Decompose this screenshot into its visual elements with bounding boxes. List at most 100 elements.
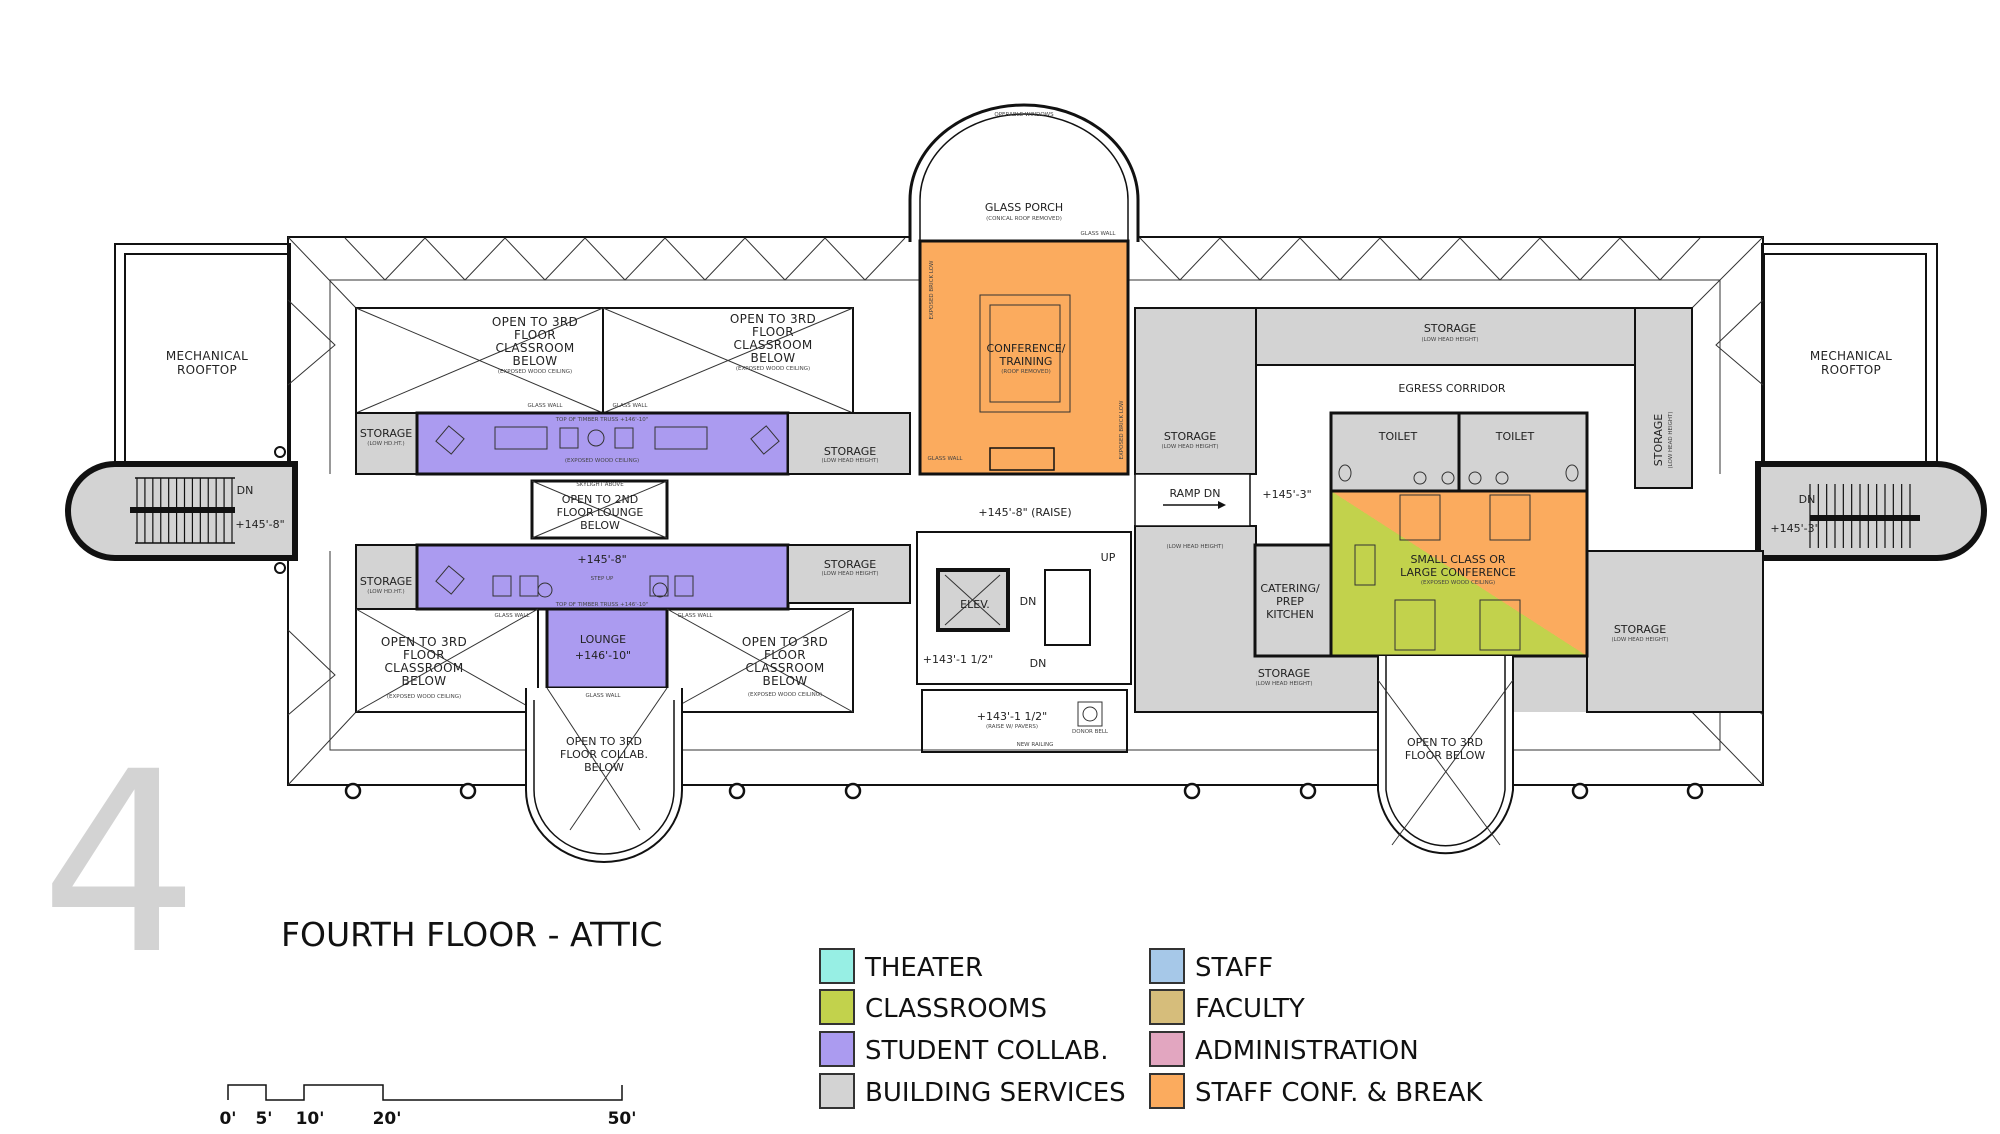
svg-text:DN: DN bbox=[1030, 657, 1047, 670]
svg-text:5': 5' bbox=[255, 1109, 272, 1129]
svg-text:STORAGE: STORAGE bbox=[824, 445, 876, 458]
storage-left-upper: STORAGE (LOW HD.HT.) bbox=[355, 412, 418, 475]
svg-text:GLASS WALL: GLASS WALL bbox=[678, 613, 714, 619]
svg-text:(EXPOSED WOOD CEILING): (EXPOSED WOOD CEILING) bbox=[387, 694, 461, 700]
stair-left: DN +145'-8" bbox=[65, 446, 298, 574]
svg-text:CONFERENCE/: CONFERENCE/ bbox=[986, 342, 1065, 355]
svg-text:(LOW HEAD HEIGHT): (LOW HEAD HEIGHT) bbox=[1166, 544, 1223, 550]
svg-text:GLASS WALL: GLASS WALL bbox=[1081, 231, 1117, 237]
svg-text:TOILET: TOILET bbox=[1378, 430, 1418, 443]
svg-text:(EXPOSED WOOD CEILING): (EXPOSED WOOD CEILING) bbox=[1421, 580, 1495, 586]
svg-text:TRAINING: TRAINING bbox=[999, 355, 1053, 368]
svg-text:(EXPOSED WOOD CEILING): (EXPOSED WOOD CEILING) bbox=[736, 366, 810, 372]
svg-text:(LOW HEAD HEIGHT): (LOW HEAD HEIGHT) bbox=[821, 458, 878, 464]
legend-item-theater: THEATER bbox=[819, 948, 983, 984]
svg-text:0': 0' bbox=[219, 1109, 236, 1129]
egress-corridor: EGRESS CORRIDOR bbox=[1398, 382, 1506, 395]
svg-text:SMALL CLASS OR: SMALL CLASS OR bbox=[1410, 553, 1505, 566]
lounge-glass-wall-label: GLASS WALL bbox=[586, 693, 622, 699]
svg-text:10': 10' bbox=[296, 1109, 325, 1129]
svg-text:GLASS WALL: GLASS WALL bbox=[928, 456, 964, 462]
legend-item-building-services: BUILDING SERVICES bbox=[819, 1073, 1126, 1109]
svg-text:STAFF: STAFF bbox=[1195, 953, 1273, 983]
legend-item-staff: STAFF bbox=[1149, 948, 1273, 984]
svg-text:LARGE CONFERENCE: LARGE CONFERENCE bbox=[1400, 566, 1516, 579]
svg-text:STORAGE: STORAGE bbox=[360, 427, 412, 440]
toilets: TOILET TOILET bbox=[1329, 411, 1589, 493]
student-collab-upper: TOP OF TIMBER TRUSS +146'-10" (EXPOSED W… bbox=[415, 411, 790, 476]
svg-text:(RAISE W/ PAVERS): (RAISE W/ PAVERS) bbox=[986, 724, 1038, 730]
svg-text:TOP OF TIMBER TRUSS +146'-10": TOP OF TIMBER TRUSS +146'-10" bbox=[555, 417, 649, 423]
svg-text:STORAGE: STORAGE bbox=[360, 575, 412, 588]
svg-text:(LOW HEAD HEIGHT): (LOW HEAD HEIGHT) bbox=[821, 571, 878, 577]
small-class-large-conference: SMALL CLASS OR LARGE CONFERENCE (EXPOSED… bbox=[1329, 489, 1589, 658]
svg-text:DN: DN bbox=[237, 484, 254, 497]
svg-text:(LOW HEAD HEIGHT): (LOW HEAD HEIGHT) bbox=[1668, 411, 1674, 468]
svg-text:GLASS WALL: GLASS WALL bbox=[613, 403, 649, 409]
svg-text:ELEV.: ELEV. bbox=[960, 598, 990, 611]
svg-text:(EXPOSED WOOD CEILING): (EXPOSED WOOD CEILING) bbox=[748, 692, 822, 698]
legend-item-student-collab: STUDENT COLLAB. bbox=[819, 1031, 1109, 1067]
legend-item-administration: ADMINISTRATION bbox=[1149, 1031, 1419, 1067]
svg-text:GLASS PORCH: GLASS PORCH bbox=[985, 201, 1063, 214]
svg-text:OPERABLE WINDOWS: OPERABLE WINDOWS bbox=[994, 112, 1054, 118]
legend-item-classrooms: CLASSROOMS bbox=[819, 989, 1047, 1025]
glass-porch: OPERABLE WINDOWS GLASS PORCH (CONICAL RO… bbox=[908, 103, 1140, 242]
svg-text:CLASSROOMS: CLASSROOMS bbox=[865, 994, 1047, 1024]
svg-text:50': 50' bbox=[608, 1109, 637, 1129]
svg-text:UP: UP bbox=[1101, 551, 1116, 564]
svg-text:EXPOSED BRICK LOW: EXPOSED BRICK LOW bbox=[1119, 400, 1125, 459]
svg-text:TOP OF TIMBER TRUSS +146'-10": TOP OF TIMBER TRUSS +146'-10" bbox=[555, 602, 649, 608]
svg-text:(LOW HD.HT.): (LOW HD.HT.) bbox=[367, 589, 404, 595]
svg-text:+143'-1 1/2": +143'-1 1/2" bbox=[977, 710, 1047, 723]
svg-text:(EXPOSED WOOD CEILING): (EXPOSED WOOD CEILING) bbox=[565, 458, 639, 464]
svg-text:DONOR BELL: DONOR BELL bbox=[1072, 729, 1109, 735]
storage-mid-upper: STORAGE (LOW HEAD HEIGHT) bbox=[787, 412, 911, 475]
svg-text:EXPOSED BRICK LOW: EXPOSED BRICK LOW bbox=[929, 260, 935, 319]
svg-text:STORAGE: STORAGE bbox=[824, 558, 876, 571]
svg-text:DN: DN bbox=[1799, 493, 1816, 506]
svg-text:(CONICAL ROOF REMOVED): (CONICAL ROOF REMOVED) bbox=[986, 216, 1062, 222]
svg-text:GLASS WALL: GLASS WALL bbox=[495, 613, 531, 619]
svg-text:STAFF CONF. & BREAK: STAFF CONF. & BREAK bbox=[1195, 1078, 1483, 1108]
ramp: RAMP DN bbox=[1134, 473, 1251, 527]
page-title: FOURTH FLOOR - ATTIC bbox=[281, 915, 663, 954]
svg-text:ADMINISTRATION: ADMINISTRATION bbox=[1195, 1036, 1419, 1066]
svg-text:(LOW HEAD HEIGHT): (LOW HEAD HEIGHT) bbox=[1421, 337, 1478, 343]
svg-text:THEATER: THEATER bbox=[864, 953, 983, 983]
elevation-145-3: +145'-3" bbox=[1262, 488, 1311, 501]
conference-training: CONFERENCE/ TRAINING (ROOF REMOVED) GLAS… bbox=[918, 239, 1130, 476]
columns bbox=[344, 782, 1704, 800]
stair-right: DN +145'-3" bbox=[1755, 461, 1987, 561]
floor-number: 4 bbox=[40, 718, 199, 1009]
svg-text:LOUNGE: LOUNGE bbox=[580, 633, 626, 646]
svg-text:NEW RAILING: NEW RAILING bbox=[1017, 742, 1054, 748]
svg-text:STORAGE: STORAGE bbox=[1614, 623, 1666, 636]
student-collab-lower: +145'-8" STEP UP TOP OF TIMBER TRUSS +14… bbox=[415, 543, 790, 611]
svg-text:+145'-3": +145'-3" bbox=[1770, 522, 1819, 535]
svg-text:DN: DN bbox=[1020, 595, 1037, 608]
svg-text:+145'-8": +145'-8" bbox=[235, 518, 284, 531]
svg-text:STORAGE: STORAGE bbox=[1652, 414, 1665, 466]
lounge: LOUNGE +146'-10" bbox=[545, 607, 669, 690]
svg-text:(LOW HEAD HEIGHT): (LOW HEAD HEIGHT) bbox=[1161, 444, 1218, 450]
svg-text:RAMP DN: RAMP DN bbox=[1169, 487, 1220, 500]
svg-text:(LOW HEAD HEIGHT): (LOW HEAD HEIGHT) bbox=[1255, 681, 1312, 687]
legend-item-faculty: FACULTY bbox=[1149, 989, 1305, 1025]
